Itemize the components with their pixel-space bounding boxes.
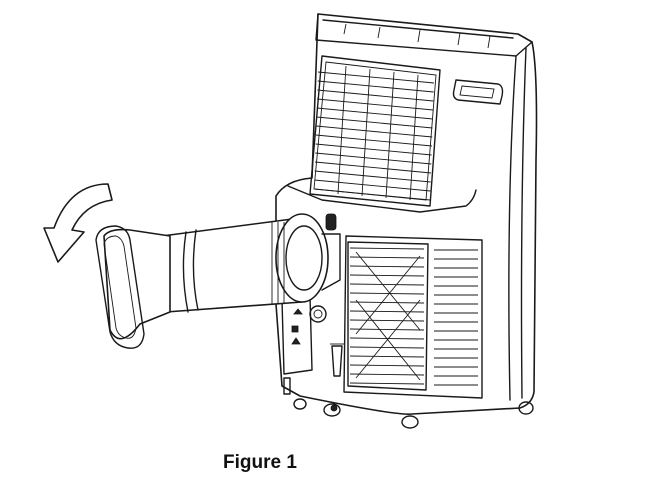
vent-slat xyxy=(316,125,433,138)
rotate-arrow-icon xyxy=(43,183,113,263)
vent-slat xyxy=(349,346,425,349)
filter-mesh xyxy=(355,251,421,381)
vent-slat xyxy=(317,80,434,93)
vent-slat xyxy=(349,373,425,376)
vent-slat xyxy=(317,98,434,111)
vent-slat xyxy=(349,355,425,358)
hose-latch xyxy=(321,213,341,291)
carry-handle xyxy=(452,79,504,105)
figure-caption: Figure 1 xyxy=(223,452,297,473)
vent-slat xyxy=(349,283,425,286)
vent-slat xyxy=(337,65,347,195)
drain-port-icon xyxy=(309,305,327,323)
vent-slat xyxy=(349,247,425,250)
vent-slat xyxy=(315,134,432,147)
window-adaptor-nozzle xyxy=(95,225,171,349)
caster-wheels xyxy=(293,398,534,429)
lower-intake-grille xyxy=(343,235,483,399)
vent-slat xyxy=(349,274,425,277)
vent-slat xyxy=(361,68,371,197)
vent-slat xyxy=(349,292,425,295)
top-vent-slots xyxy=(343,23,491,49)
drain-plug-icon xyxy=(331,345,343,377)
vent-slat xyxy=(349,256,425,259)
vent-slat xyxy=(315,152,432,165)
vent-slat xyxy=(315,143,432,156)
vent-slat xyxy=(349,310,425,313)
vent-slat xyxy=(317,89,434,102)
vent-slat xyxy=(385,71,395,199)
vent-slat xyxy=(349,328,425,331)
vent-slat xyxy=(349,301,425,304)
vent-slat xyxy=(316,107,433,120)
vent-slat xyxy=(349,382,425,385)
vent-slat xyxy=(317,71,435,84)
vent-slat xyxy=(349,319,425,322)
vent-slat xyxy=(409,74,419,201)
exhaust-hose xyxy=(161,213,329,313)
vent-slat xyxy=(349,364,425,367)
vent-slat xyxy=(314,188,431,201)
upper-intake-grille xyxy=(309,55,441,207)
cord-hook-icon xyxy=(283,377,291,395)
vent-slat xyxy=(316,116,433,129)
ac-unit-body xyxy=(275,13,538,415)
